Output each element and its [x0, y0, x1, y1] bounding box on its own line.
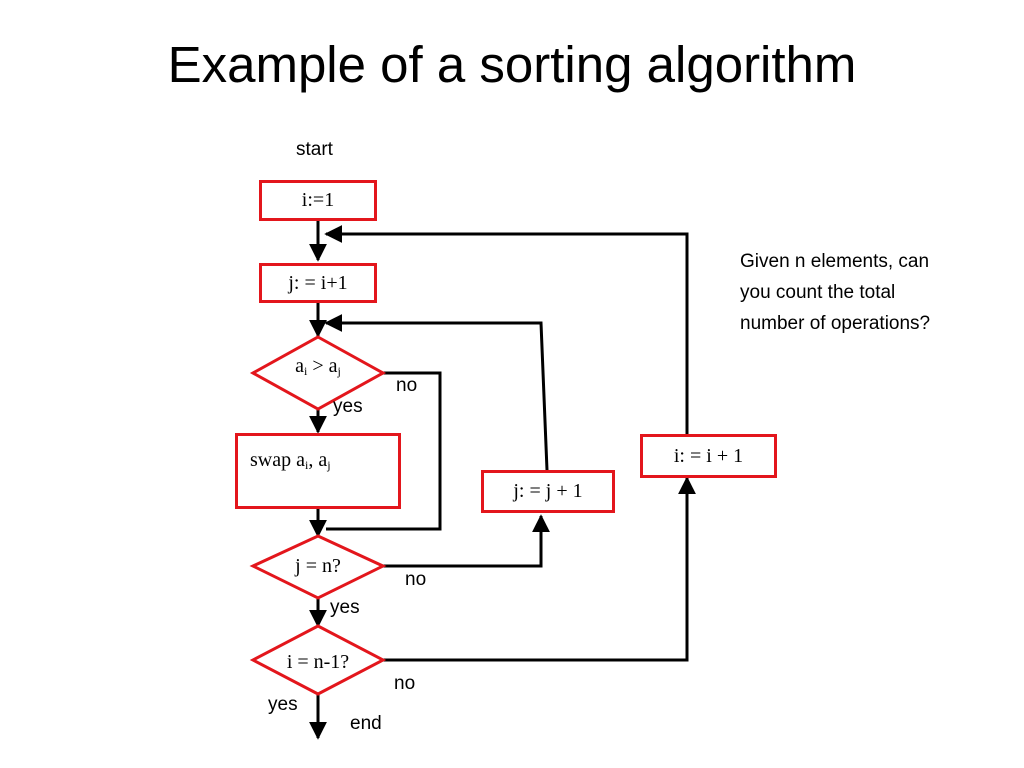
arrow-inner-loop-back: [324, 314, 549, 471]
init-i-text: i:=1: [301, 189, 335, 211]
inc-j-box: j: = j + 1: [481, 470, 615, 513]
decision-compare-shape: [249, 335, 387, 411]
compare-no-label: no: [396, 375, 418, 396]
test-i-no-label: no: [394, 673, 416, 694]
init-j-box: j: = i+1: [259, 263, 377, 303]
inc-i-text: i: = i + 1: [673, 444, 744, 467]
decision-test-i-shape: [249, 624, 387, 696]
inc-i-box: i: = i + 1: [640, 434, 777, 478]
swap-text: swap ai, aj: [250, 449, 331, 472]
inc-j-text: j: = j + 1: [513, 480, 583, 502]
start-label: start: [296, 139, 333, 160]
decision-test-j-text: j = n?: [295, 555, 341, 577]
slide-title: Example of a sorting algorithm: [167, 36, 857, 93]
question-text: Given n elements, can you count the tota…: [740, 251, 931, 334]
init-i-box: i:=1: [259, 180, 377, 221]
compare-yes-label: yes: [333, 396, 363, 417]
arrow-compare-no-bypass: [326, 371, 442, 531]
decision-compare-text: ai > aj: [295, 355, 341, 378]
swap-box: swap ai, aj: [235, 433, 401, 509]
arrow-test-j-no: [382, 514, 550, 568]
test-j-yes-label: yes: [330, 597, 360, 618]
decision-test-i-text: i = n-1?: [286, 651, 350, 673]
test-i-yes-label: yes: [268, 694, 298, 715]
init-j-text: j: = i+1: [288, 271, 348, 294]
test-j-no-label: no: [405, 569, 427, 590]
arrow-outer-loop-back: [324, 225, 689, 434]
decision-test-j-shape: [249, 534, 387, 600]
arrow-test-i-no: [382, 476, 696, 662]
end-label: end: [350, 713, 382, 734]
